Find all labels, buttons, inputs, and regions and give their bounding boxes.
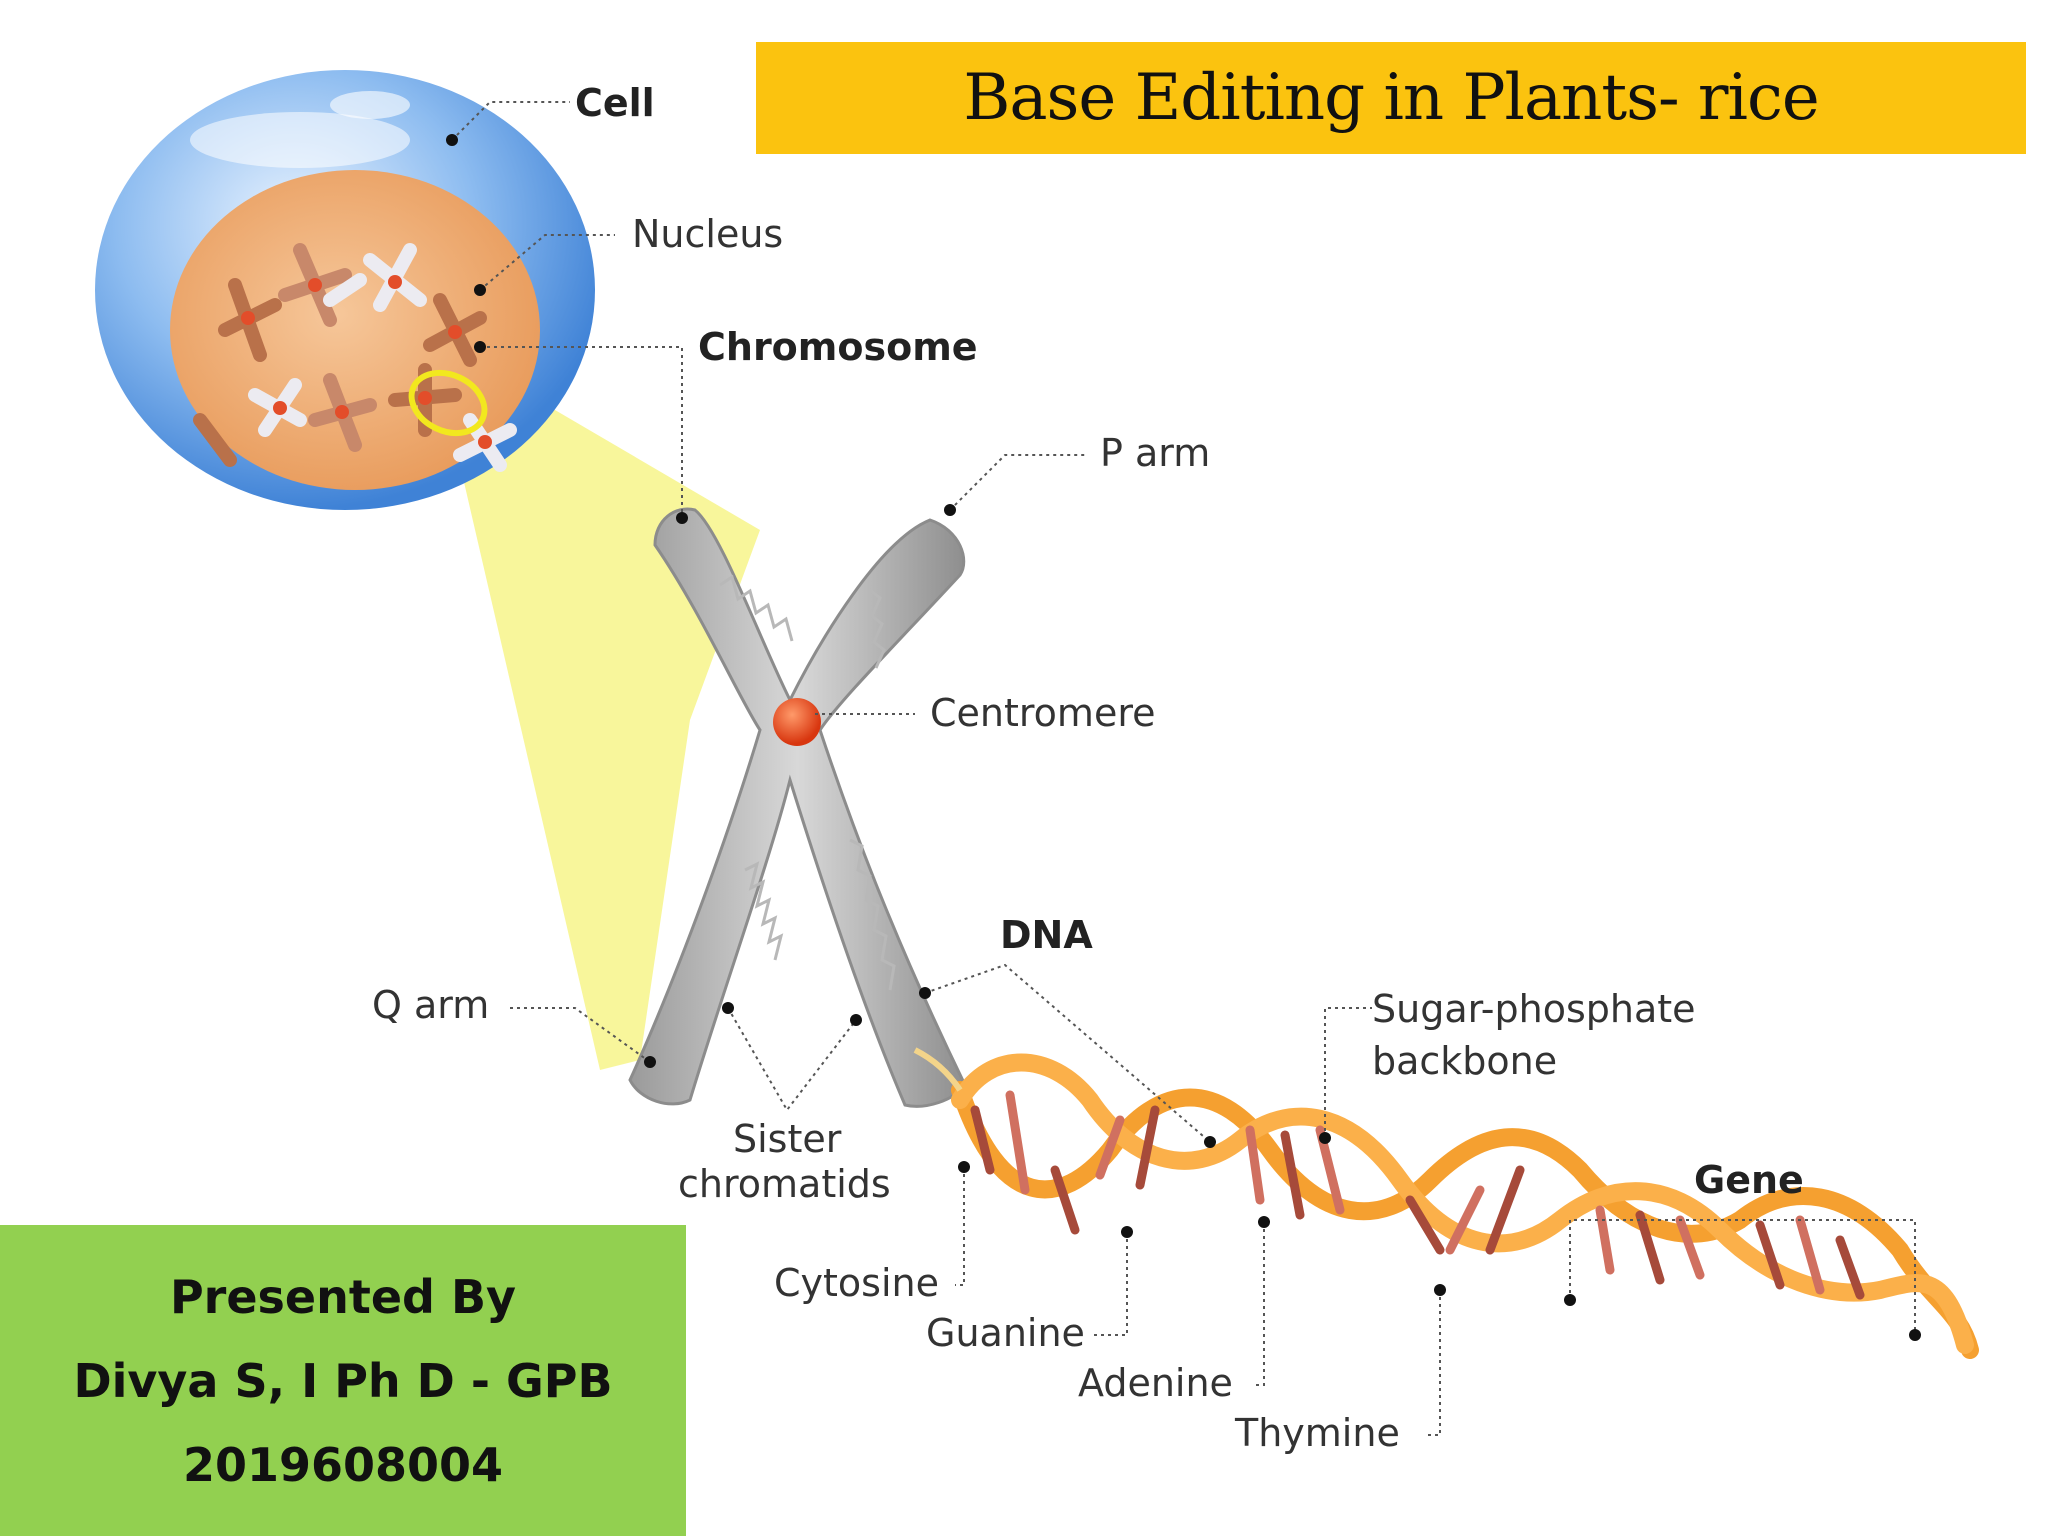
selected-chromosome-ring [408, 369, 488, 437]
label-thymine: Thymine [1234, 1411, 1400, 1455]
dna-helix-illustration [913, 1047, 1979, 1359]
label-guanine: Guanine [926, 1311, 1085, 1355]
presenter-heading: Presented By [169, 1269, 517, 1324]
presenter-box: Presented By Divya S, I Ph D - GPB 20196… [0, 1225, 686, 1536]
label-q-arm: Q arm [372, 983, 489, 1027]
label-cytosine: Cytosine [774, 1261, 939, 1305]
cell-illustration [95, 70, 595, 510]
slide-title: Base Editing in Plants- rice [963, 61, 1819, 135]
label-sister-chromatids-line1: Sister [733, 1117, 842, 1161]
label-chromosome: Chromosome [698, 325, 978, 369]
leader-dots [446, 134, 1921, 1341]
presenter-id: 2019608004 [182, 1437, 504, 1492]
leader-lines [451, 101, 1916, 1436]
presenter-name: Divya S, I Ph D - GPB [73, 1353, 613, 1408]
label-sister-chromatids-line2: chromatids [678, 1162, 891, 1206]
centromere [773, 698, 821, 746]
label-dna: DNA [1000, 913, 1093, 957]
label-p-arm: P arm [1100, 431, 1210, 475]
label-adenine: Adenine [1078, 1361, 1233, 1405]
chromosome-illustration [628, 507, 967, 1108]
label-sugar-phosphate-line1: Sugar-phosphate [1372, 987, 1696, 1031]
label-sugar-phosphate-line2: backbone [1372, 1039, 1557, 1083]
label-cell: Cell [575, 81, 655, 125]
title-bar: Base Editing in Plants- rice [756, 42, 2026, 154]
label-gene: Gene [1694, 1158, 1804, 1202]
label-centromere: Centromere [930, 691, 1156, 735]
label-nucleus: Nucleus [632, 212, 783, 256]
